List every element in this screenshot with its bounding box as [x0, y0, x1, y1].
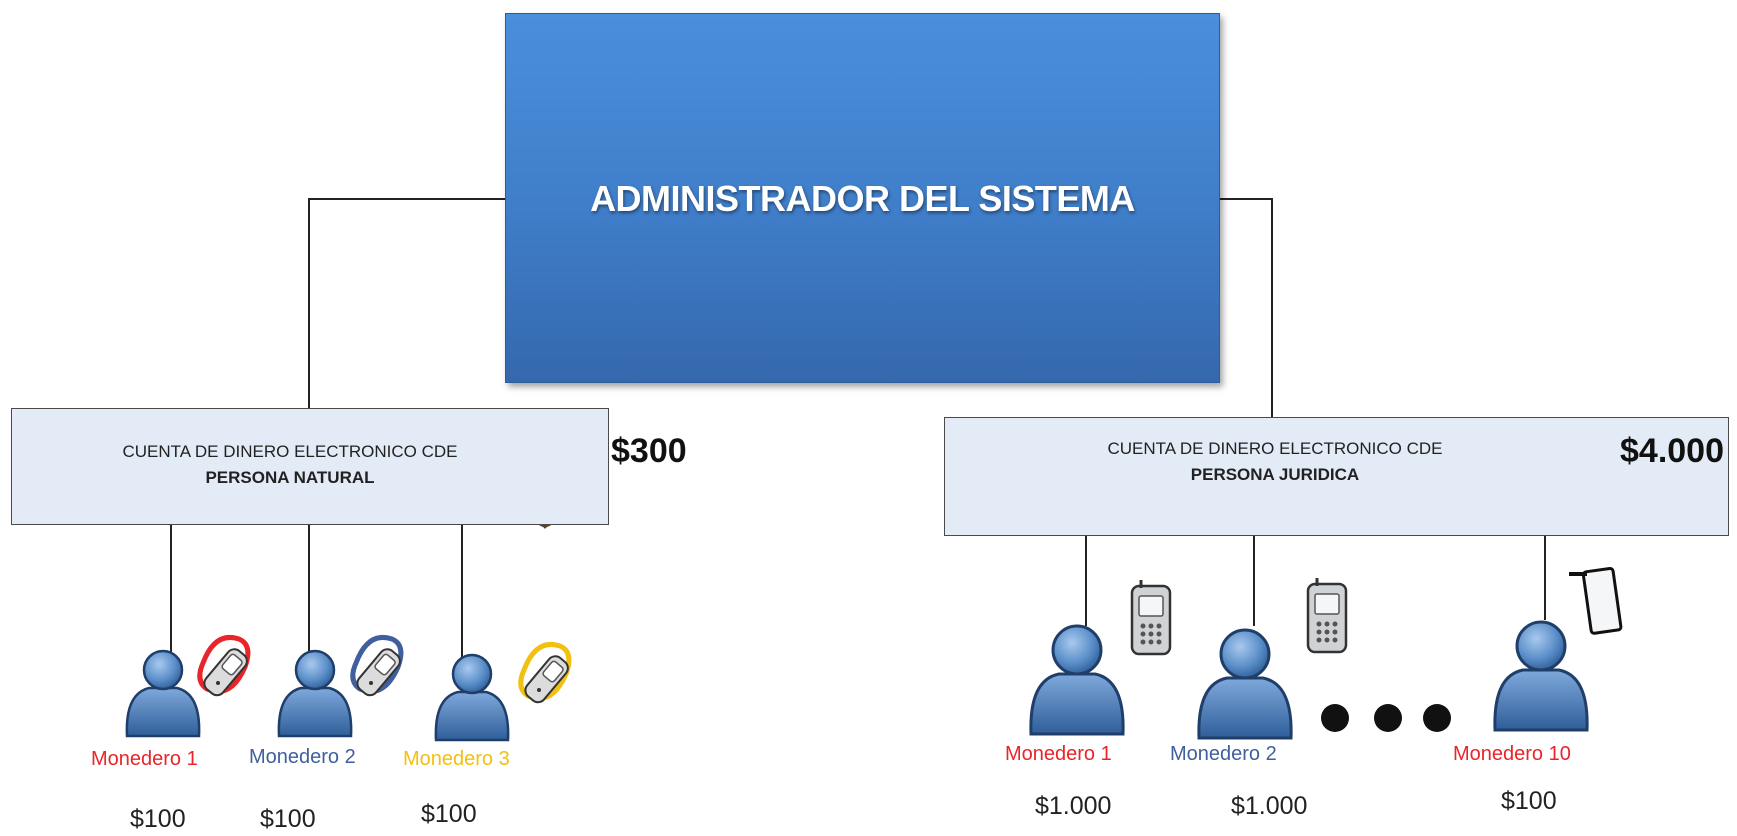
- wallet-label: Monedero 2: [249, 746, 356, 768]
- wallet-amount: $100: [421, 800, 477, 828]
- wallet-label: Monedero 2: [1170, 743, 1277, 765]
- wallet-amount: $1.000: [1035, 792, 1112, 820]
- admin-box: [505, 13, 1220, 383]
- account-label-juridica: CUENTA DE DINERO ELECTRONICO CDE PERSONA…: [1040, 436, 1510, 488]
- tablet-icon: [1569, 566, 1623, 635]
- wallet-label: Monedero 1: [1005, 743, 1112, 765]
- admin-title: ADMINISTRADOR DEL SISTEMA: [590, 178, 1135, 219]
- account-type: PERSONA JURIDICA: [1190, 465, 1360, 484]
- ellipsis-dots-icon: [1321, 704, 1451, 732]
- admin-to-natural-connector: [308, 198, 505, 408]
- connectors: [170, 198, 1546, 662]
- flip-phone-icon: [197, 635, 252, 700]
- person-icon: [277, 649, 353, 738]
- account-box-natural: [11, 408, 609, 525]
- admin-to-juridica-connector: [1220, 198, 1273, 417]
- flip-phone-icon: [518, 642, 573, 707]
- account-box-juridica: [944, 417, 1729, 536]
- person-icon: [1197, 628, 1293, 740]
- account-amount-juridica: $4.000: [1620, 432, 1724, 470]
- account-title: CUENTA DE DINERO ELECTRONICO CDE: [122, 442, 458, 461]
- account-amount-natural: $300: [611, 432, 687, 470]
- wallet-label: Monedero 1: [91, 748, 198, 770]
- mobile-phone-icon: [1130, 578, 1172, 656]
- flip-phone-icon: [350, 635, 405, 700]
- wallet-label: Monedero 3: [403, 748, 510, 770]
- account-type: PERSONA NATURAL: [205, 468, 375, 487]
- account-label-natural: CUENTA DE DINERO ELECTRONICO CDE PERSONA…: [60, 439, 520, 491]
- account-title: CUENTA DE DINERO ELECTRONICO CDE: [1107, 439, 1443, 458]
- person-icon: [1493, 620, 1589, 732]
- person-icon: [434, 653, 510, 742]
- wallet-label: Monedero 10: [1453, 743, 1571, 765]
- person-icon: [125, 649, 201, 738]
- wallet-amount: $100: [260, 805, 316, 833]
- wallet-amount: $100: [1501, 787, 1557, 815]
- wallet-amount: $100: [130, 805, 186, 833]
- wallet-amount: $1.000: [1231, 792, 1308, 820]
- person-icon: [1029, 624, 1125, 736]
- mobile-phone-icon: [1306, 576, 1348, 654]
